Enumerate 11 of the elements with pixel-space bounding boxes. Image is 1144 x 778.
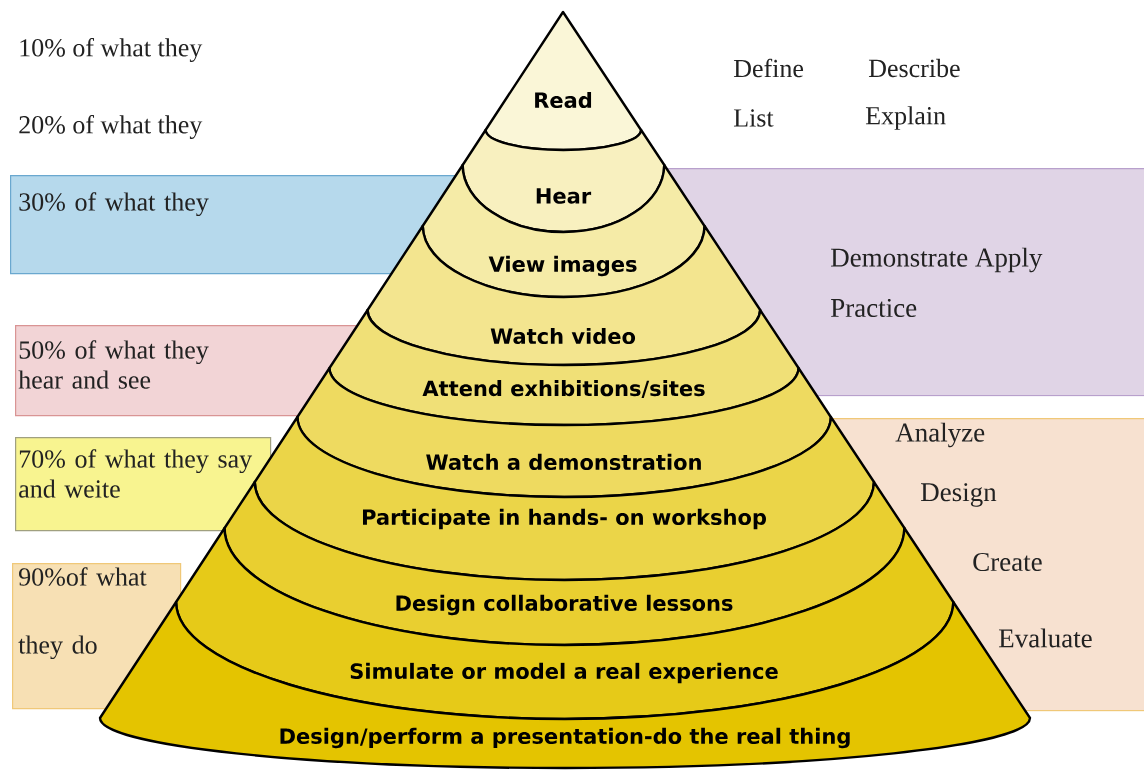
verb-text: Describe — [868, 58, 960, 78]
verb-text: Explain — [865, 106, 946, 130]
text-box: 30% of what they — [10, 175, 457, 275]
verb-text: List — [733, 109, 774, 127]
pyramid-layer: Hear — [461, 128, 666, 234]
pyramid-layer: Read — [484, 10, 643, 152]
verb-text: Define — [733, 58, 804, 78]
percentage-text: 20% of what they — [19, 115, 203, 139]
text-box: 50% of what they hear and see — [15, 325, 362, 417]
percentage-text: 10% of what they — [20, 38, 203, 62]
text-box: 70% of what they say and weite — [15, 437, 272, 532]
